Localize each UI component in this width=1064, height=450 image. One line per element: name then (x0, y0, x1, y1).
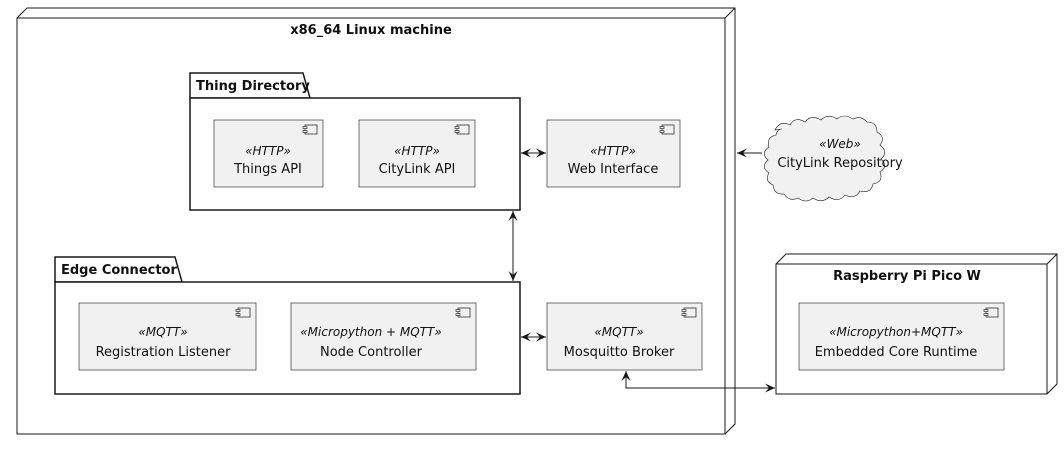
edge-mosquitto-pico (621, 371, 775, 393)
embedded-runtime-stereotype: «Micropython+MQTT» (829, 325, 963, 339)
edge-thing-directory-web-interface (521, 148, 546, 158)
component-icon (681, 307, 697, 318)
registration-listener-name: Registration Listener (96, 345, 231, 360)
citylink-repository-stereotype: «Web» (819, 137, 861, 151)
citylink-repository-cloud[interactable]: «Web» CityLink Repository (763, 115, 903, 202)
edge-thing-directory-edge-connector (508, 211, 518, 281)
citylink-api-component[interactable]: «HTTP» CityLink API (358, 119, 476, 188)
things-api-component[interactable]: «HTTP» Things API (213, 119, 324, 188)
component-icon (302, 124, 318, 135)
embedded-core-runtime-component[interactable]: «Micropython+MQTT» Embedded Core Runtime (798, 302, 1005, 371)
citylink-repository-name: CityLink Repository (777, 156, 903, 171)
mosquitto-broker-stereotype: «MQTT» (594, 325, 643, 339)
node-controller-name: Node Controller (320, 345, 423, 360)
registration-listener-component[interactable]: «MQTT» Registration Listener (78, 302, 257, 371)
thing-directory-title: Thing Directory (196, 79, 310, 94)
component-icon (454, 124, 470, 135)
component-icon (983, 307, 999, 318)
citylink-api-stereotype: «HTTP» (394, 144, 440, 158)
node-controller-stereotype: «Micropython + MQTT» (300, 325, 442, 339)
web-interface-name: Web Interface (568, 162, 659, 177)
component-icon (455, 307, 471, 318)
embedded-runtime-name: Embedded Core Runtime (815, 345, 978, 360)
web-interface-stereotype: «HTTP» (590, 144, 636, 158)
node-controller-component[interactable]: «Micropython + MQTT» Node Controller (290, 302, 477, 371)
edge-connector-title: Edge Connector (61, 263, 177, 278)
citylink-api-name: CityLink API (379, 162, 456, 177)
component-icon (235, 307, 251, 318)
things-api-name: Things API (233, 162, 302, 177)
mosquitto-broker-component[interactable]: «MQTT» Mosquitto Broker (546, 302, 703, 371)
edge-edge-connector-mosquitto (521, 332, 546, 342)
registration-listener-stereotype: «MQTT» (138, 325, 187, 339)
things-api-stereotype: «HTTP» (245, 144, 291, 158)
linux-machine-title: x86_64 Linux machine (290, 23, 452, 38)
web-interface-component[interactable]: «HTTP» Web Interface (546, 119, 681, 188)
edge-cloud-linux-machine (737, 148, 762, 158)
pico-title: Raspberry Pi Pico W (833, 269, 981, 284)
mosquitto-broker-name: Mosquitto Broker (564, 345, 675, 360)
component-icon (659, 124, 675, 135)
